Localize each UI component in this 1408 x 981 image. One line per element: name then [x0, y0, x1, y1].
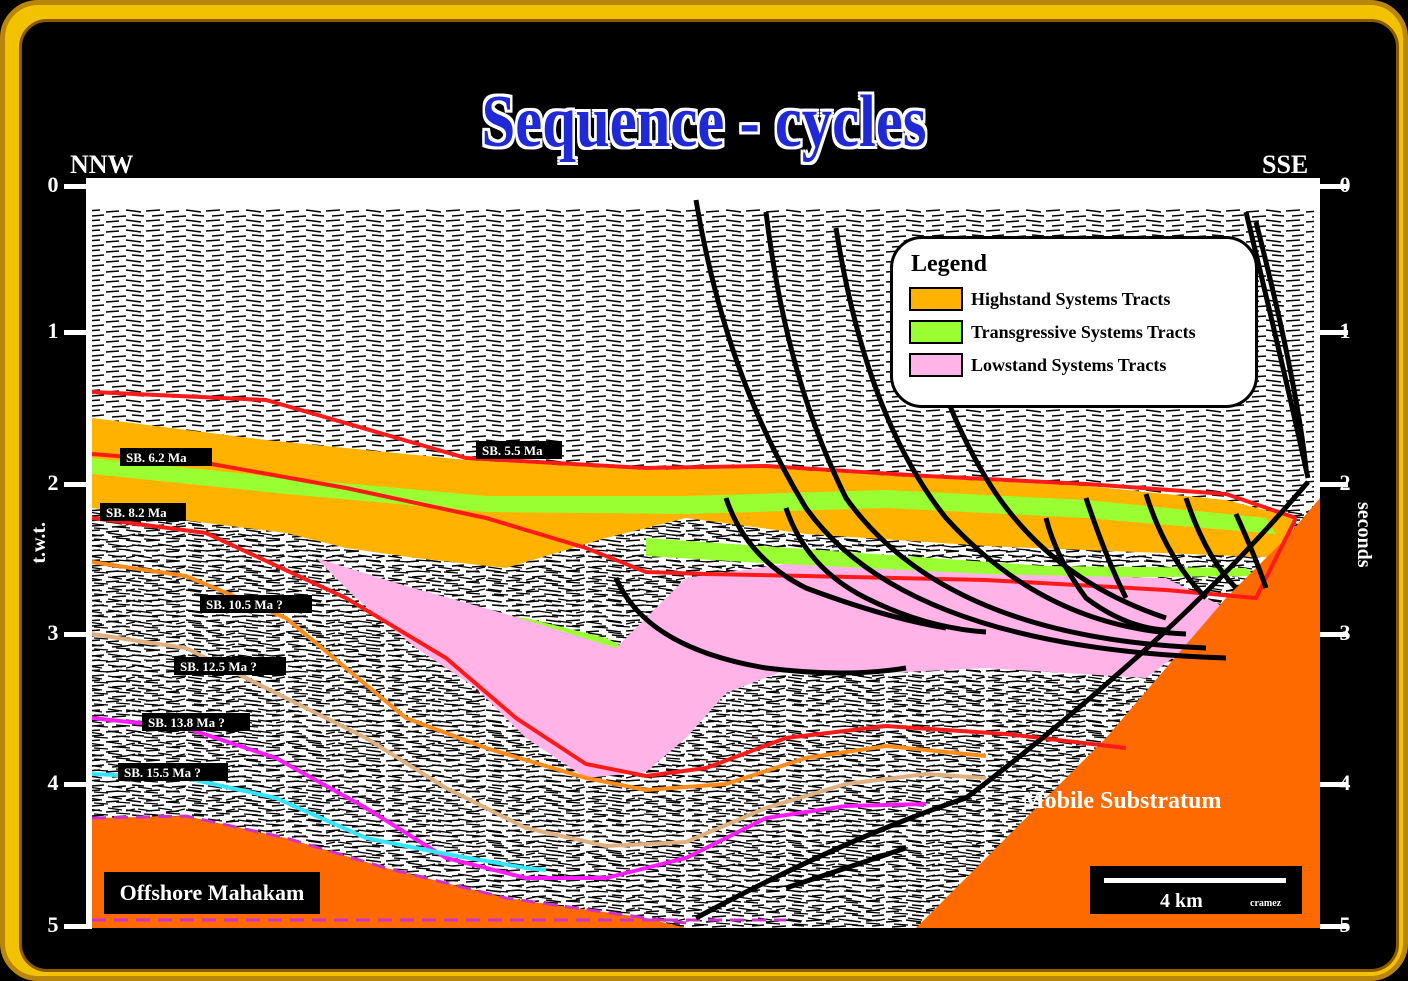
legend-label-lowstand: Lowstand Systems Tracts — [971, 354, 1167, 375]
mobile-substratum-body — [916, 498, 1320, 928]
scale-label: 4 km — [1160, 890, 1203, 912]
author-credit: cramez — [1250, 898, 1282, 909]
mobile-substratum-label: Mobile Substratum — [1022, 788, 1222, 814]
transgressive-band-upper — [92, 458, 1276, 534]
legend-title: Legend — [911, 251, 988, 277]
basal-contact — [91, 814, 687, 925]
legend-item-lowstand: Lowstand Systems Tracts — [909, 353, 1239, 377]
sb-label-5: SB. 13.8 Ma ? — [148, 715, 225, 730]
sb-label-2: SB. 8.2 Ma — [106, 505, 167, 520]
left-axis-label: t.w.t. — [28, 522, 50, 564]
tickmark-left-1 — [64, 330, 92, 335]
legend-box: Legend Highstand Systems Tracts Transgre… — [890, 236, 1258, 408]
sb-label-box-2 — [100, 503, 186, 521]
legend-item-transgressive: Transgressive Systems Tracts — [909, 320, 1239, 344]
tickmark-right-2 — [1320, 482, 1348, 487]
sb-6-2-line — [91, 452, 1298, 601]
sb-label-box-3 — [200, 595, 312, 613]
legend-item-highstand: Highstand Systems Tracts — [909, 287, 1239, 311]
tickmark-right-3 — [1320, 632, 1348, 637]
scale-bar — [1104, 878, 1286, 883]
sb-label-box-0 — [476, 441, 562, 459]
location-label: Offshore Mahakam — [104, 872, 320, 914]
tickmark-right-5 — [1320, 924, 1348, 929]
tickmark-right-4 — [1320, 782, 1348, 787]
direction-left: NNW — [70, 150, 134, 179]
direction-right: SSE — [1262, 150, 1309, 179]
legend-swatch-highstand — [909, 287, 963, 311]
legend-label-highstand: Highstand Systems Tracts — [971, 288, 1171, 309]
listric-faults — [613, 199, 1311, 921]
tickmark-left-0 — [64, 184, 92, 189]
tickmark-left-5 — [64, 924, 92, 929]
tick-left-4: 4 — [47, 770, 59, 795]
sb-5-5-line — [91, 390, 1297, 520]
scale-box: 4 km cramez — [1090, 866, 1302, 914]
highstand-tract — [92, 418, 1296, 568]
sb-label-box-5 — [142, 713, 250, 731]
tick-left-2: 2 — [47, 470, 59, 495]
sb-13-8-line — [91, 716, 927, 880]
tickmark-left-2 — [64, 482, 92, 487]
tickmark-right-1 — [1320, 330, 1348, 335]
transgressive-band-middle — [646, 538, 1256, 578]
tick-left-5: 5 — [47, 912, 59, 937]
tickmark-left-3 — [64, 632, 92, 637]
tick-left-0: 0 — [47, 172, 59, 197]
tick-left-1: 1 — [47, 318, 59, 343]
right-axis-label: seconds — [1353, 502, 1375, 568]
sb-8-2-line — [91, 516, 1127, 779]
sb-label-3: SB. 10.5 Ma ? — [206, 597, 283, 612]
sb-label-0: SB. 5.5 Ma — [482, 443, 543, 458]
page-title: Sequence - cycles — [481, 81, 927, 163]
tick-left-3: 3 — [47, 620, 59, 645]
sb-12-5-line — [91, 632, 987, 849]
sb-label-4: SB. 12.5 Ma ? — [180, 659, 257, 674]
sb-label-box-6 — [118, 763, 228, 781]
tickmark-left-4 — [64, 782, 92, 787]
sb-label-box-4 — [174, 657, 286, 675]
legend-swatch-lowstand — [909, 353, 963, 377]
sequence-boundary-labels: SB. 5.5 Ma SB. 6.2 Ma SB. 8.2 Ma SB. 10.5 M… — [100, 441, 562, 781]
tickmark-right-0 — [1320, 184, 1348, 189]
legend-label-transgressive: Transgressive Systems Tracts — [971, 321, 1196, 342]
legend-swatch-transgressive — [909, 320, 963, 344]
sb-label-6: SB. 15.5 Ma ? — [124, 765, 201, 780]
sb-label-1: SB. 6.2 Ma — [126, 450, 187, 465]
sb-label-box-1 — [120, 448, 212, 466]
